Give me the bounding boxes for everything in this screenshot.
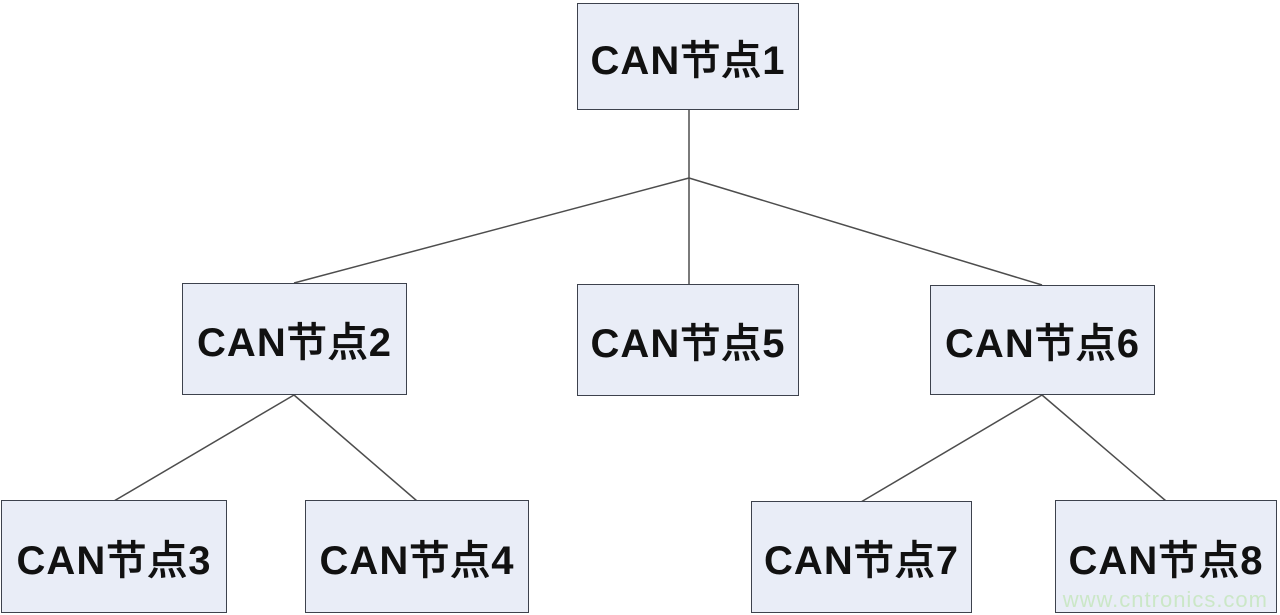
node-can-6: CAN节点6	[930, 285, 1155, 395]
node-can-5: CAN节点5	[577, 284, 799, 396]
node-can-1-label: CAN节点1	[590, 38, 786, 83]
node-can-4: CAN节点4	[305, 500, 529, 613]
node-can-2-label: CAN节点2	[197, 321, 392, 365]
node-can-7-label: CAN节点7	[764, 539, 959, 583]
node-can-7: CAN节点7	[751, 501, 972, 613]
node-can-3: CAN节点3	[1, 500, 227, 613]
node-can-8: CAN节点8	[1055, 500, 1277, 613]
node-can-1: CAN节点1	[577, 3, 799, 110]
watermark-text: www.cntronics.com	[1062, 587, 1268, 612]
node-can-2: CAN节点2	[182, 283, 407, 395]
node-can-8-label: CAN节点8	[1068, 538, 1264, 583]
node-can-3-label: CAN节点3	[16, 538, 212, 583]
node-can-6-label: CAN节点6	[945, 322, 1140, 366]
node-can-4-label: CAN节点4	[319, 538, 515, 583]
node-can-5-label: CAN节点5	[590, 322, 786, 366]
